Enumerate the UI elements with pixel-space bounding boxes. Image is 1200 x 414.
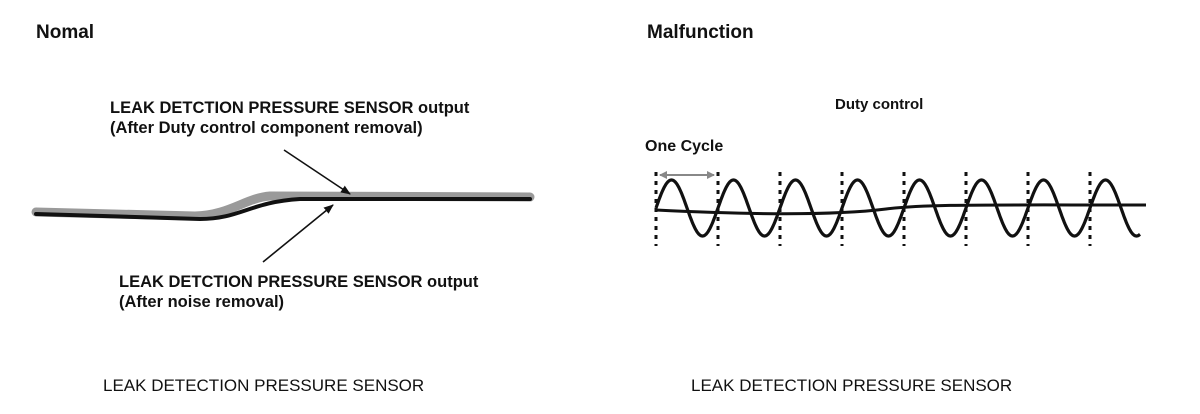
top-annotation-arrow [283,149,351,195]
duty-control-label: Duty control [835,96,924,113]
malfunction-title: Malfunction [647,22,754,43]
black-signal-trace [34,197,532,222]
top-annotation-line1: LEAK DETCTION PRESSURE SENSOR output [110,99,470,117]
bottom-annotation-line2: (After noise removal) [119,293,285,311]
duty-control-wave [654,178,1141,238]
normal-panel: Nomal LEAK DETCTION PRESSURE SENSOR outp… [31,22,535,395]
bottom-annotation: LEAK DETCTION PRESSURE SENSOR output (Af… [119,272,478,312]
normal-title: Nomal [36,22,95,43]
top-annotation-line2: (After Duty control component removal) [110,119,423,137]
normal-signal-diagram [31,149,535,263]
bottom-annotation-arrow [262,204,334,263]
baseline-trace [655,203,1147,216]
bottom-annotation-line1: LEAK DETCTION PRESSURE SENSOR output [119,273,479,291]
normal-caption: LEAK DETECTION PRESSURE SENSOR [103,376,425,395]
malfunction-panel: Malfunction Duty control One Cycle LEAK … [600,0,1200,414]
one-cycle-label: One Cycle [645,138,724,155]
malfunction-caption: LEAK DETECTION PRESSURE SENSOR [691,376,1013,395]
gray-signal-trace [31,191,535,221]
duty-control-diagram [654,171,1147,246]
top-annotation: LEAK DETCTION PRESSURE SENSOR output (Af… [110,98,469,138]
